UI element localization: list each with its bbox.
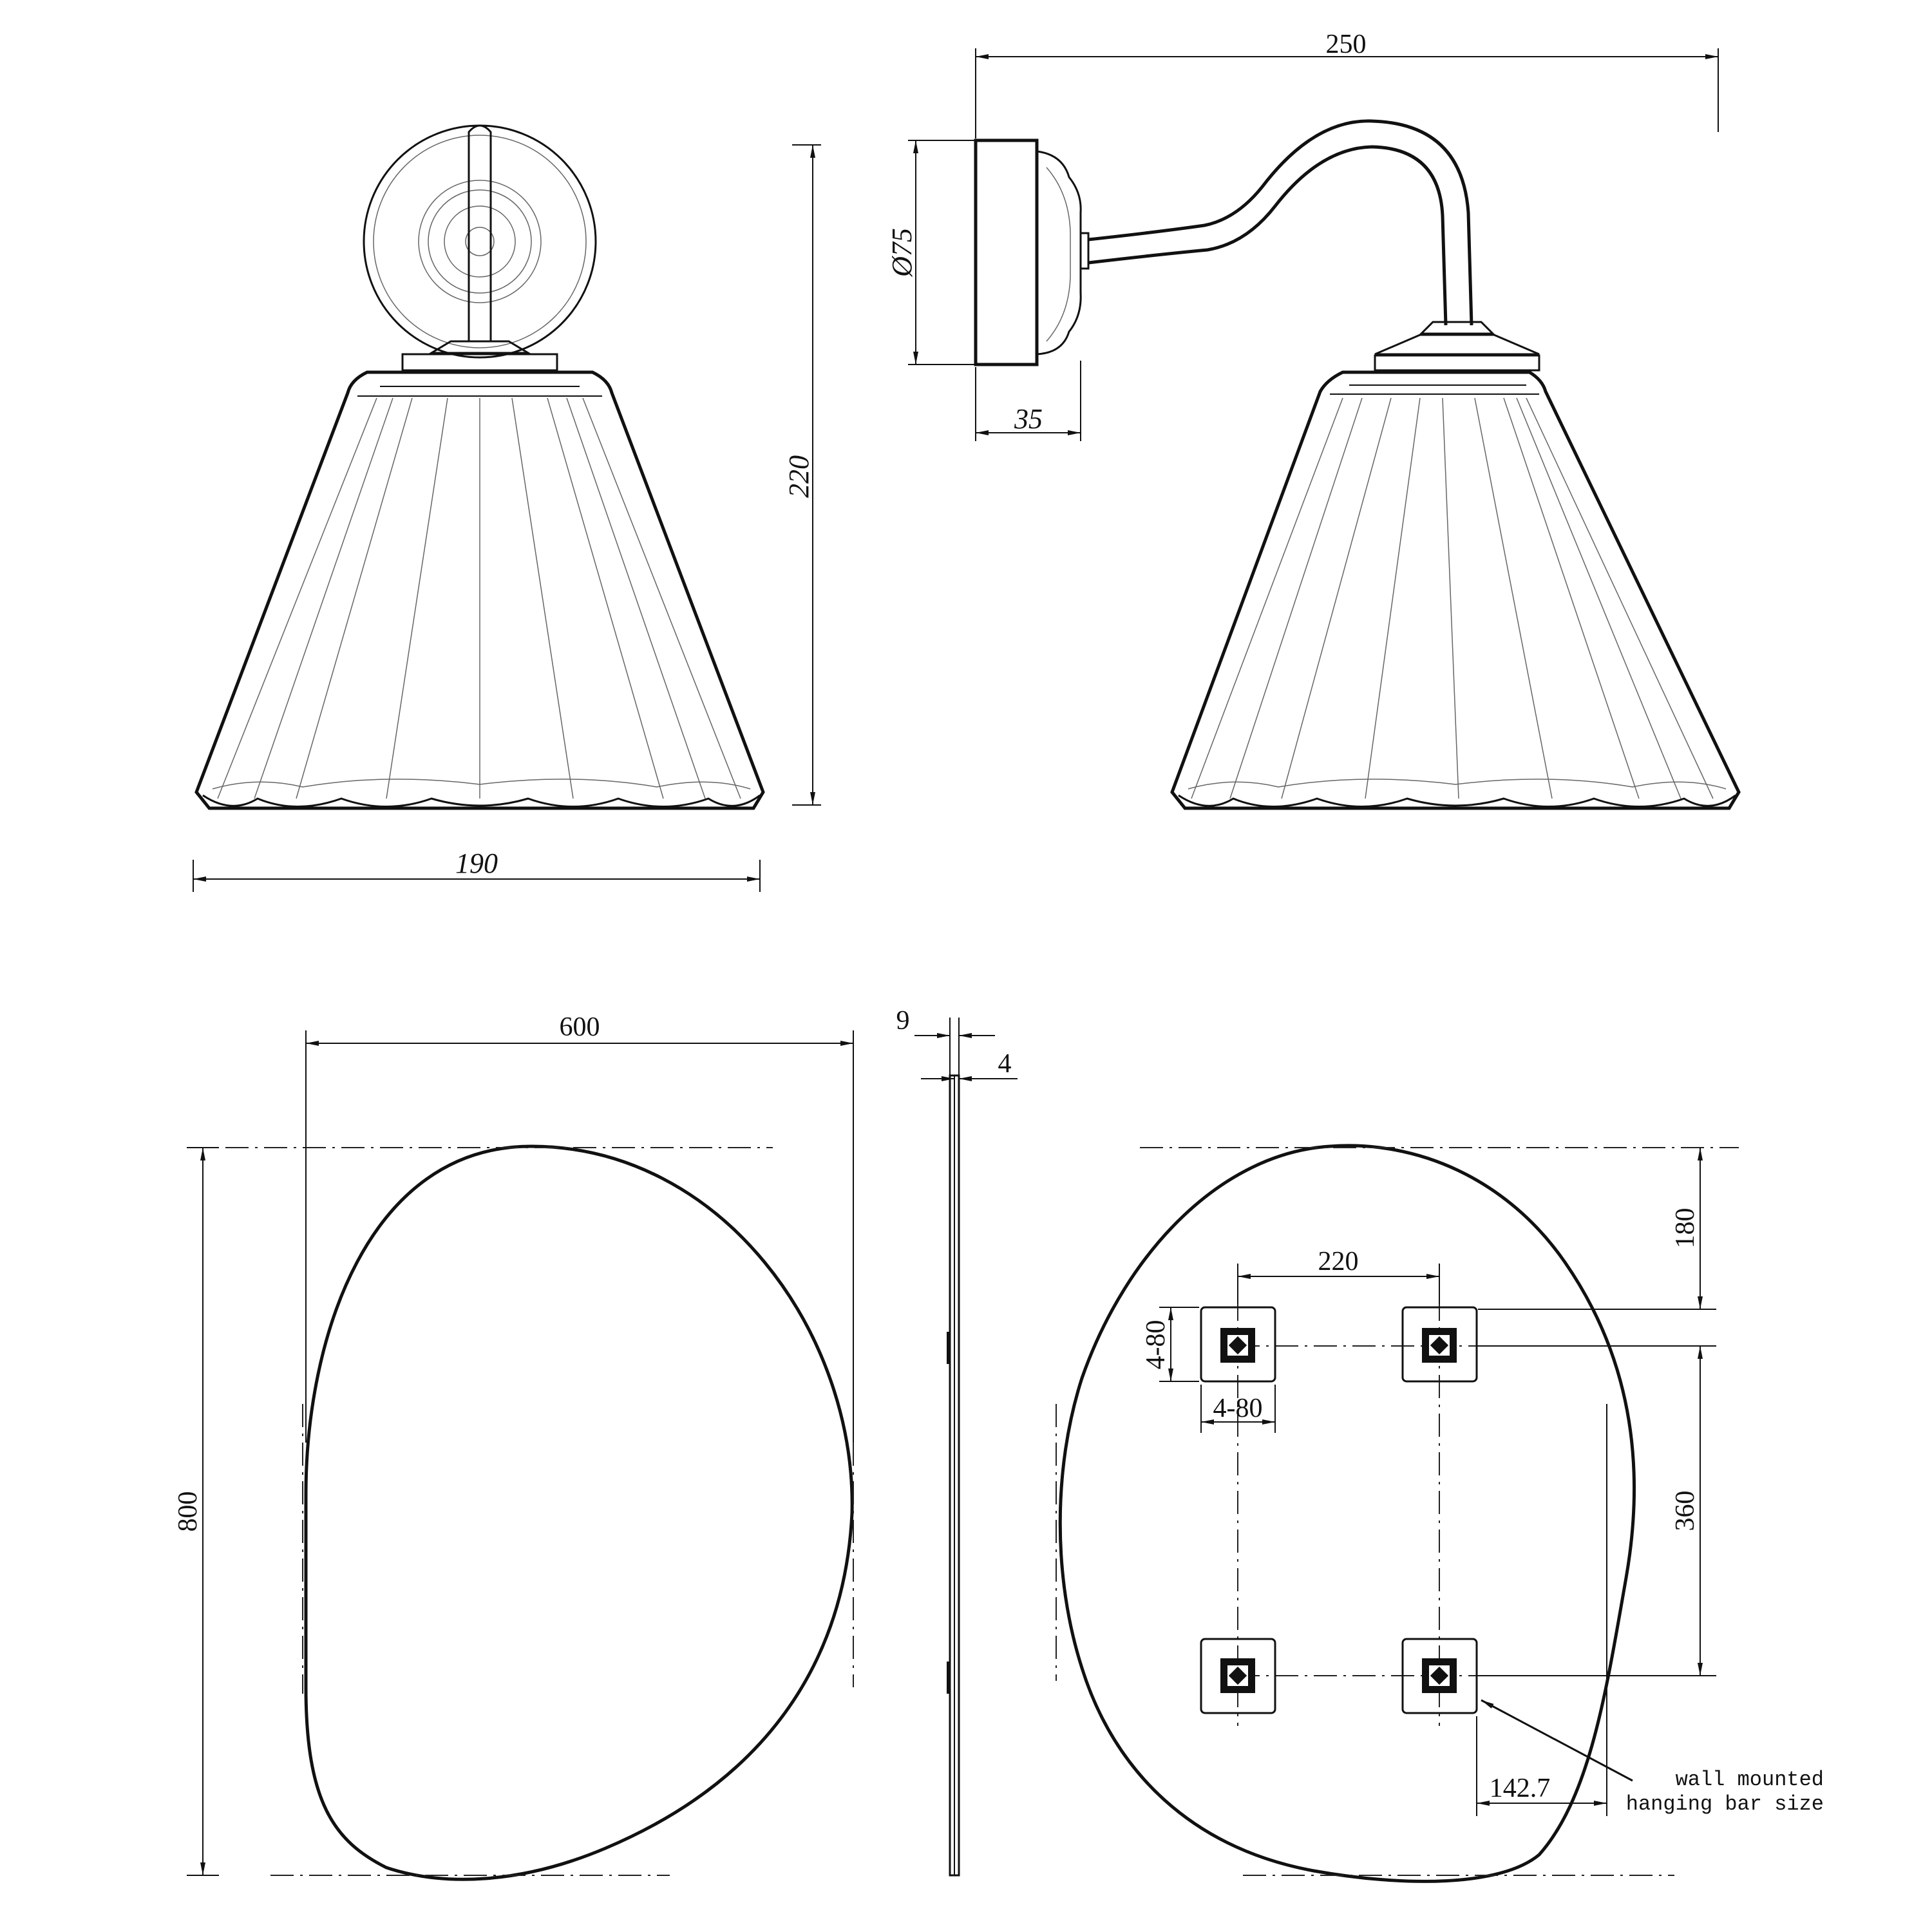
lamp-height-dimension: 220 bbox=[783, 144, 821, 806]
lamp-canopy-diameter-label: Ø75 bbox=[886, 228, 918, 278]
hanging-bar-top-left bbox=[1200, 1306, 1276, 1383]
callout-line1: wall mounted bbox=[1676, 1768, 1824, 1792]
bar-spacing-vertical-label: 360 bbox=[1671, 1491, 1700, 1531]
bar-size-vertical-dimension: 4-80 bbox=[1141, 1307, 1199, 1382]
mirror-thickness-label: 9 bbox=[896, 1006, 910, 1036]
lamp-width-label: 190 bbox=[455, 848, 498, 879]
lamp-projection-label: 250 bbox=[1326, 30, 1367, 59]
hanging-bar-bottom-left bbox=[1200, 1638, 1276, 1714]
bar-size-horizontal-dimension: 4-80 bbox=[1200, 1385, 1276, 1433]
top-offset-label: 180 bbox=[1671, 1208, 1700, 1249]
lamp-width-dimension: 190 bbox=[193, 848, 761, 892]
lamp-canopy-diameter-dimension: Ø75 bbox=[886, 140, 974, 365]
top-offset-dimension: 180 bbox=[1478, 1148, 1716, 1310]
mirror-thickness-dimension: 9 4 bbox=[896, 1006, 1018, 1081]
lamp-canopy-depth-label: 35 bbox=[1014, 403, 1043, 435]
callout-line2: hanging bar size bbox=[1626, 1792, 1824, 1816]
mirror-front-view bbox=[187, 1144, 854, 1881]
mirror-width-label: 600 bbox=[560, 1012, 600, 1042]
lamp-front-view bbox=[194, 124, 765, 810]
hanging-bar-bottom-right bbox=[1401, 1638, 1478, 1714]
hanging-bar-callout: wall mounted hanging bar size bbox=[1481, 1699, 1824, 1816]
hanging-bar-top-right bbox=[1401, 1306, 1478, 1383]
bar-spacing-horizontal-label: 220 bbox=[1318, 1247, 1359, 1276]
bar-spacing-vertical-dimension: 360 bbox=[1478, 1345, 1716, 1676]
bar-size-vertical-label: 4-80 bbox=[1141, 1320, 1171, 1370]
mirror-height-dimension: 800 bbox=[173, 1147, 219, 1876]
mirror-glass-thickness-label: 4 bbox=[998, 1049, 1012, 1079]
lamp-projection-dimension: 250 bbox=[975, 30, 1719, 138]
edge-offset-dimension: 142.7 bbox=[1476, 1404, 1607, 1816]
mirror-height-label: 800 bbox=[173, 1492, 203, 1532]
bar-spacing-horizontal-dimension: 220 bbox=[1237, 1247, 1440, 1304]
bar-size-horizontal-label: 4-80 bbox=[1213, 1394, 1263, 1423]
lamp-height-label: 220 bbox=[783, 455, 815, 498]
lamp-canopy-depth-dimension: 35 bbox=[975, 361, 1081, 441]
edge-offset-label: 142.7 bbox=[1490, 1774, 1551, 1803]
mirror-width-dimension: 600 bbox=[305, 1012, 854, 1443]
mirror-side-profile bbox=[947, 1074, 960, 1877]
lamp-side-view bbox=[974, 119, 1741, 810]
mirror-back-view bbox=[1056, 1144, 1739, 1883]
